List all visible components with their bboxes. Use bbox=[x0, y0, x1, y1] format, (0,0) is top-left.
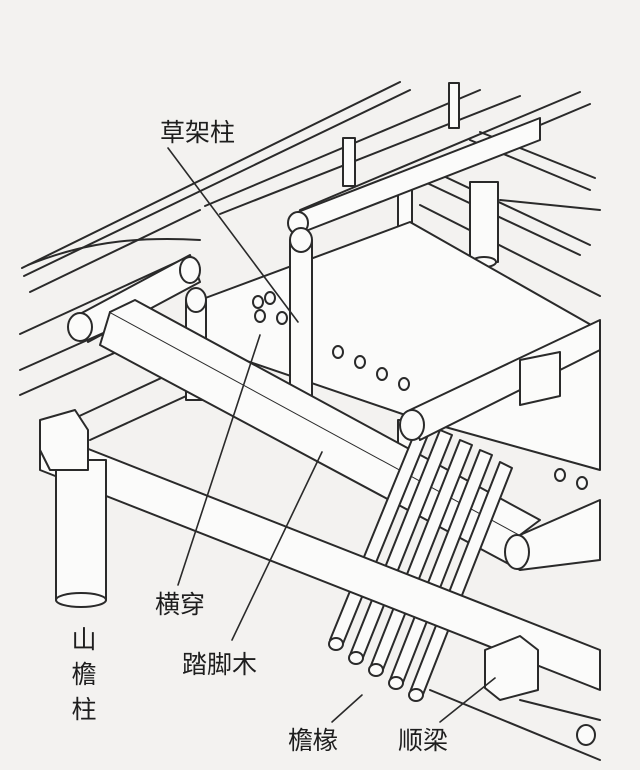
lower-left-beam bbox=[39, 429, 601, 691]
peg-holes bbox=[252, 291, 588, 490]
leader-cao-jia-zhu bbox=[167, 147, 299, 323]
label-heng-chuan: 横穿 bbox=[155, 590, 206, 619]
upper-beam bbox=[287, 117, 541, 235]
bottom-right-beams bbox=[429, 689, 601, 761]
leader-yan-chuan bbox=[331, 694, 363, 723]
leader-heng-chuan bbox=[177, 334, 261, 586]
beam-block-right bbox=[484, 351, 561, 701]
label-shun-liang: 顺梁 bbox=[398, 726, 449, 755]
leader-ta-jiao-mu bbox=[231, 451, 323, 641]
mountain-eave-column bbox=[39, 409, 107, 608]
label-yan-chuan: 檐椽 bbox=[288, 726, 339, 755]
short-posts-top bbox=[342, 82, 460, 187]
front-eave-beam bbox=[399, 319, 601, 571]
label-ta-jiao-mu: 踏脚木 bbox=[182, 650, 258, 679]
leader-lines bbox=[167, 147, 496, 723]
label-cao-jia-zhu: 草架柱 bbox=[160, 118, 236, 147]
label-shan-yan-zhu: 山檐柱 bbox=[68, 626, 97, 731]
leader-shun-liang bbox=[439, 677, 496, 723]
